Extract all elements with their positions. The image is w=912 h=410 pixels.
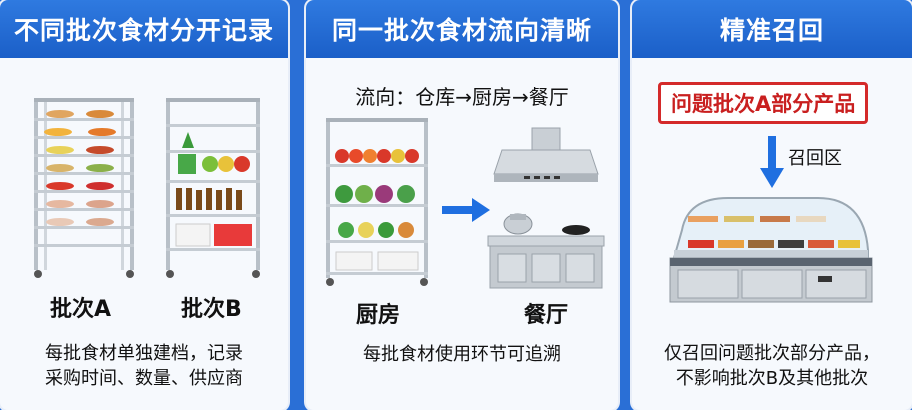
kitchen-shelf-rack-icon — [326, 118, 428, 286]
panel-title-flow: 同一批次食材流向清晰 — [306, 0, 618, 58]
recall-description-line1: 仅召回问题批次部分产品， — [664, 343, 880, 364]
rack-b-label: 批次B — [181, 297, 242, 322]
rack-b-shelf-rack-icon — [166, 98, 260, 278]
recall-description: 仅召回问题批次部分产品， 不影响批次B及其他批次 — [632, 341, 912, 391]
panel-precise-recall: 精准召回 问题批次A部分产品 召回区 仅召回问题批次部分产品， 不影响批次B及其… — [632, 0, 912, 410]
display-counter-icon — [669, 197, 873, 303]
flow-text: 流向：仓库→厨房→餐厅 — [355, 85, 569, 109]
flow-arrow-right-icon — [442, 198, 490, 222]
recall-zone-label: 召回区 — [788, 148, 842, 169]
separate-description: 每批食材单独建档，记录 采购时间、数量、供应商 — [0, 341, 288, 391]
panel-separate-records: 不同批次食材分开记录 — [0, 0, 288, 410]
separate-description-line1: 每批食材单独建档，记录 — [45, 343, 243, 364]
recall-arrow-down-icon — [760, 136, 784, 188]
stove-icon — [487, 213, 605, 289]
panel-batch-flow: 同一批次食材流向清晰 流向：仓库→厨房→餐厅 — [306, 0, 618, 410]
problem-batch-box: 问题批次A部分产品 — [658, 82, 869, 124]
kitchen-label: 厨房 — [356, 303, 401, 328]
range-hood-icon — [493, 127, 599, 182]
separate-description-line2: 采购时间、数量、供应商 — [45, 368, 243, 389]
recall-description-line2: 不影响批次B及其他批次 — [675, 368, 869, 389]
rack-a-label: 批次A — [50, 297, 112, 322]
rack-a-shelf-rack-icon — [34, 98, 134, 278]
panel-title-recall: 精准召回 — [632, 0, 912, 58]
panel-title-separate: 不同批次食材分开记录 — [0, 0, 288, 58]
flow-description: 每批食材使用环节可追溯 — [363, 344, 561, 365]
restaurant-label: 餐厅 — [524, 303, 569, 328]
